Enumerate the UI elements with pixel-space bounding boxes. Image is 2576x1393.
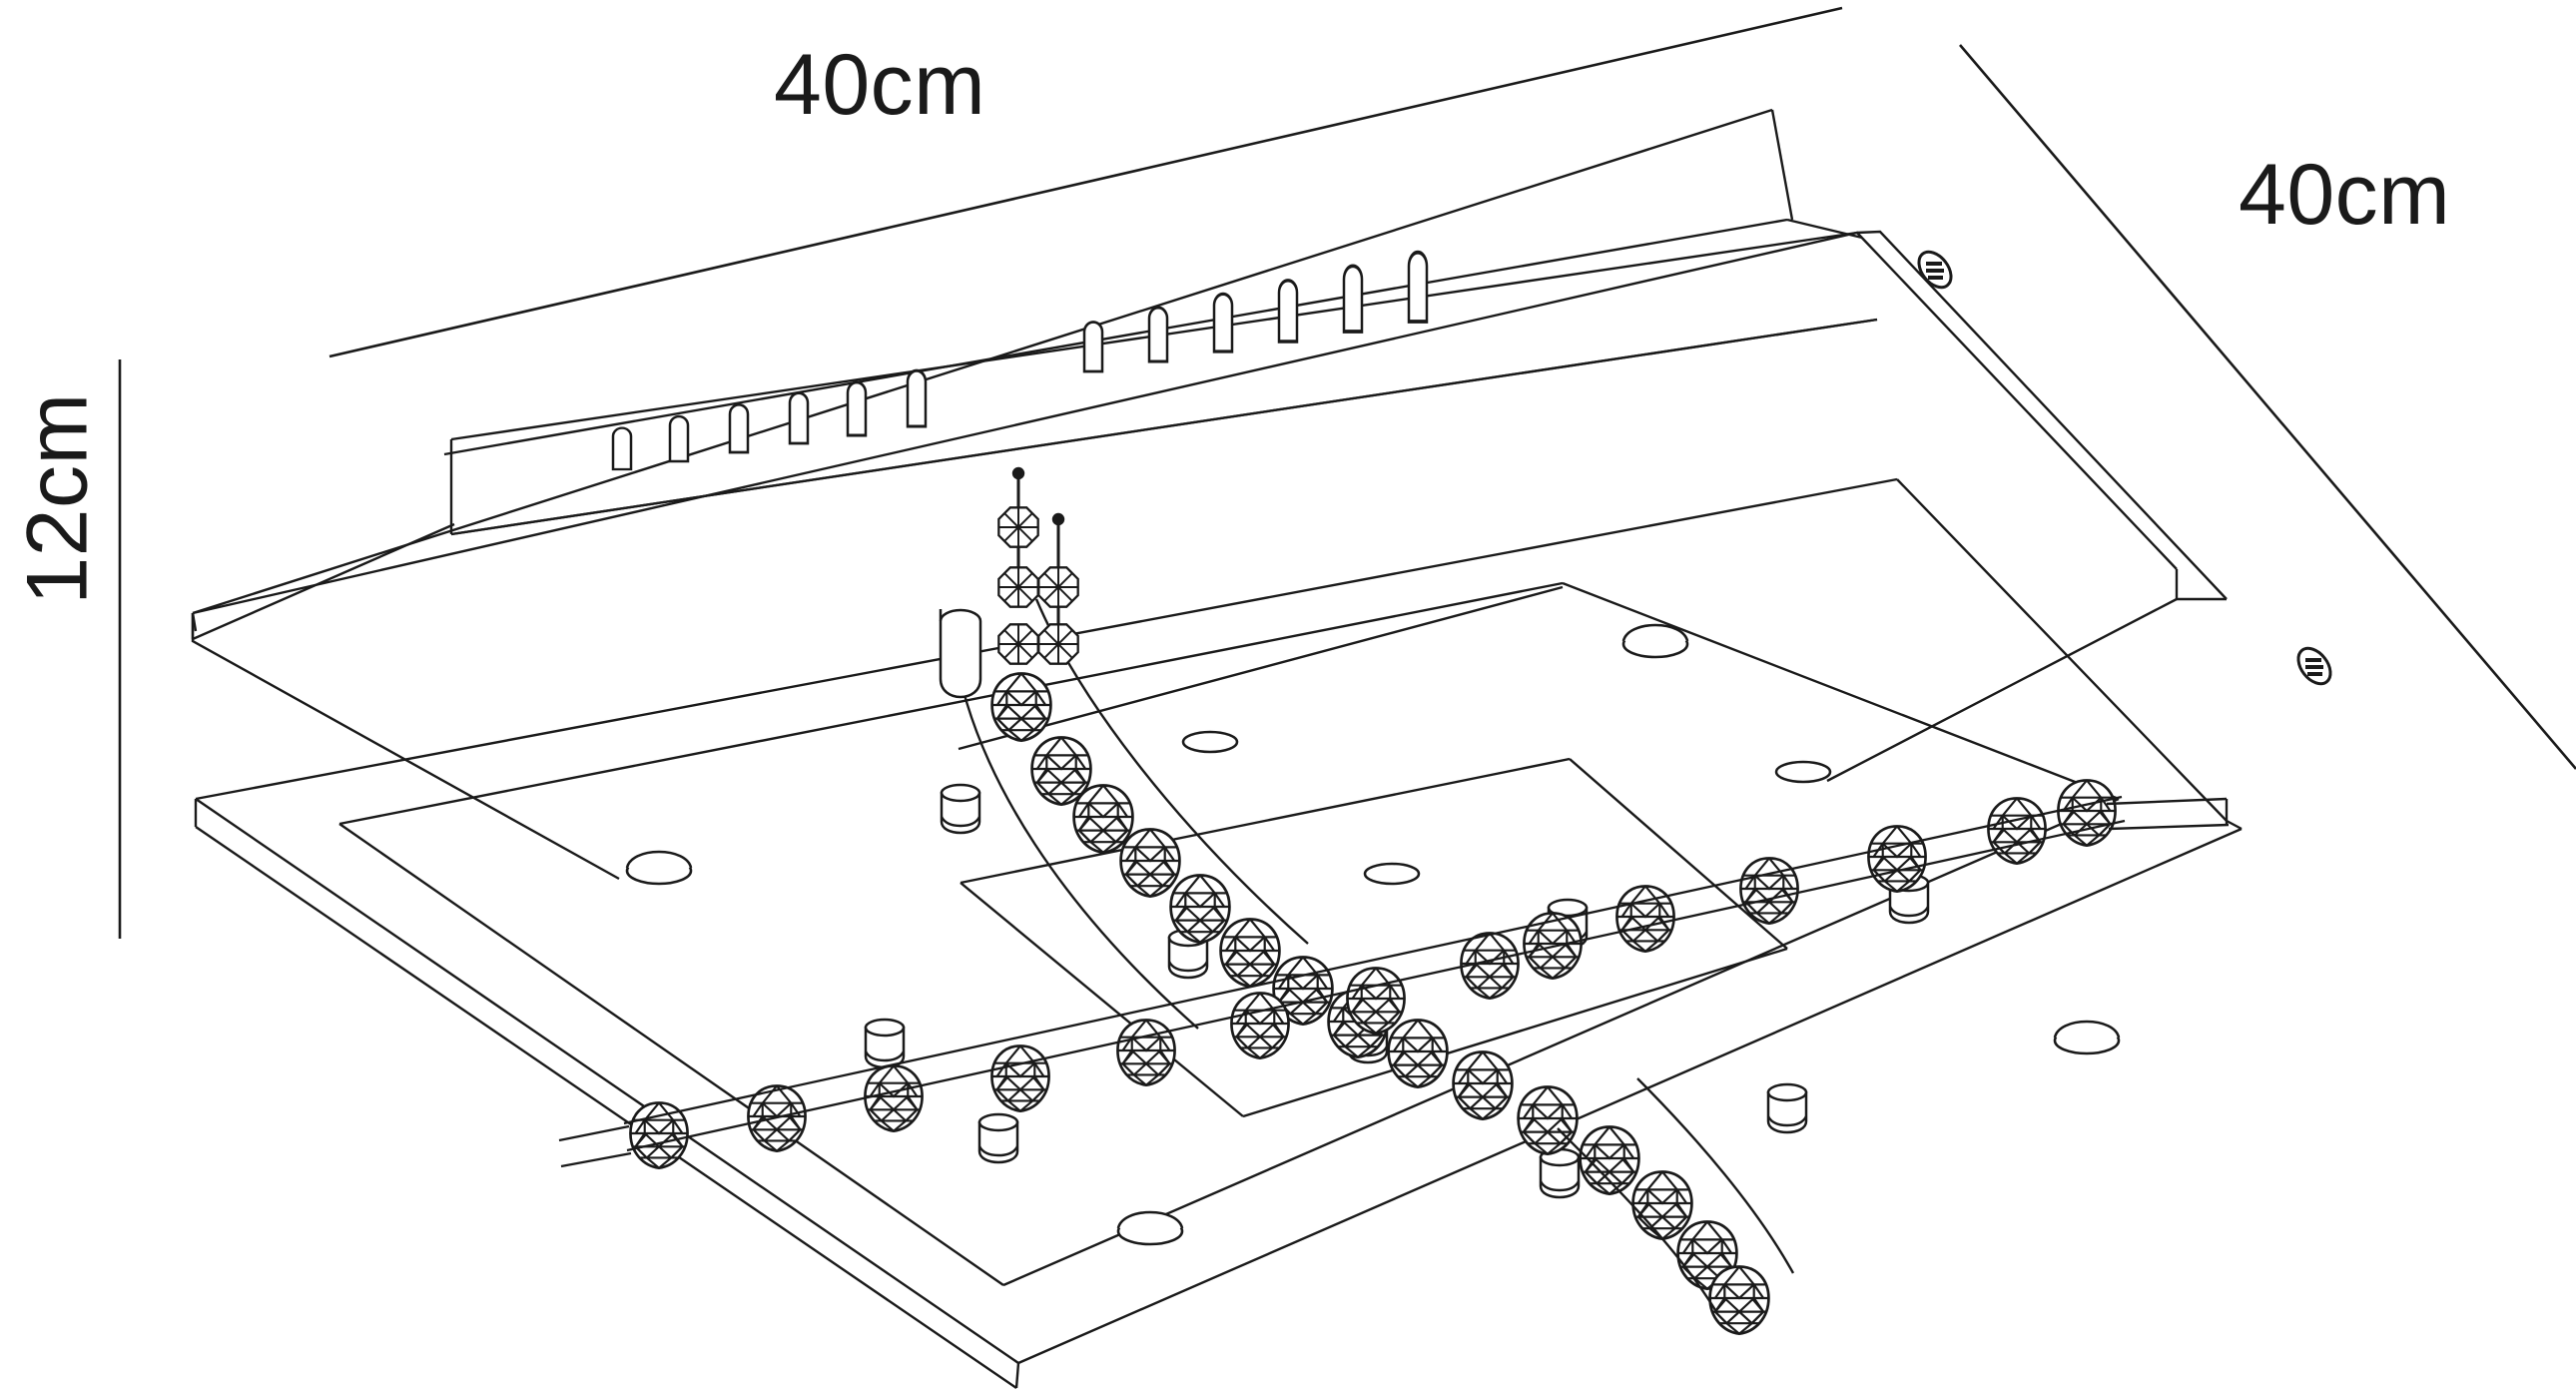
mid-floating-rectangle	[699, 589, 1578, 744]
dim-right-line	[1959, 44, 2576, 770]
dimension-lines	[118, 6, 2576, 939]
crystal-strand-shallow	[629, 779, 2117, 1170]
driver-box-outline	[889, 469, 1563, 559]
strand-rails	[623, 795, 2126, 1152]
cooling-fin-row	[611, 250, 1429, 471]
upper-plate-slab	[191, 230, 2228, 881]
edge-screws	[1910, 244, 2339, 692]
strand-b-right-tail	[2106, 797, 2230, 831]
dim-top-line	[328, 6, 1843, 358]
lower-plate-deep-recess	[960, 757, 1788, 1118]
dimension-label-top: 40cm	[774, 37, 986, 133]
dimension-label-right: 40cm	[2239, 147, 2451, 243]
strand-b-left-tail	[558, 1124, 632, 1168]
fin-base-rail	[450, 318, 1878, 536]
dimension-label-left: 12cm	[9, 392, 106, 605]
tube-bracket	[939, 608, 982, 699]
mid-level-panel	[958, 585, 1564, 751]
lower-plate-inner-panel	[338, 581, 2120, 1287]
upper-plate-inner-face	[450, 318, 1878, 536]
flat-ellipse-markers	[1181, 730, 1832, 886]
finial-crystal-stack	[997, 466, 1079, 665]
